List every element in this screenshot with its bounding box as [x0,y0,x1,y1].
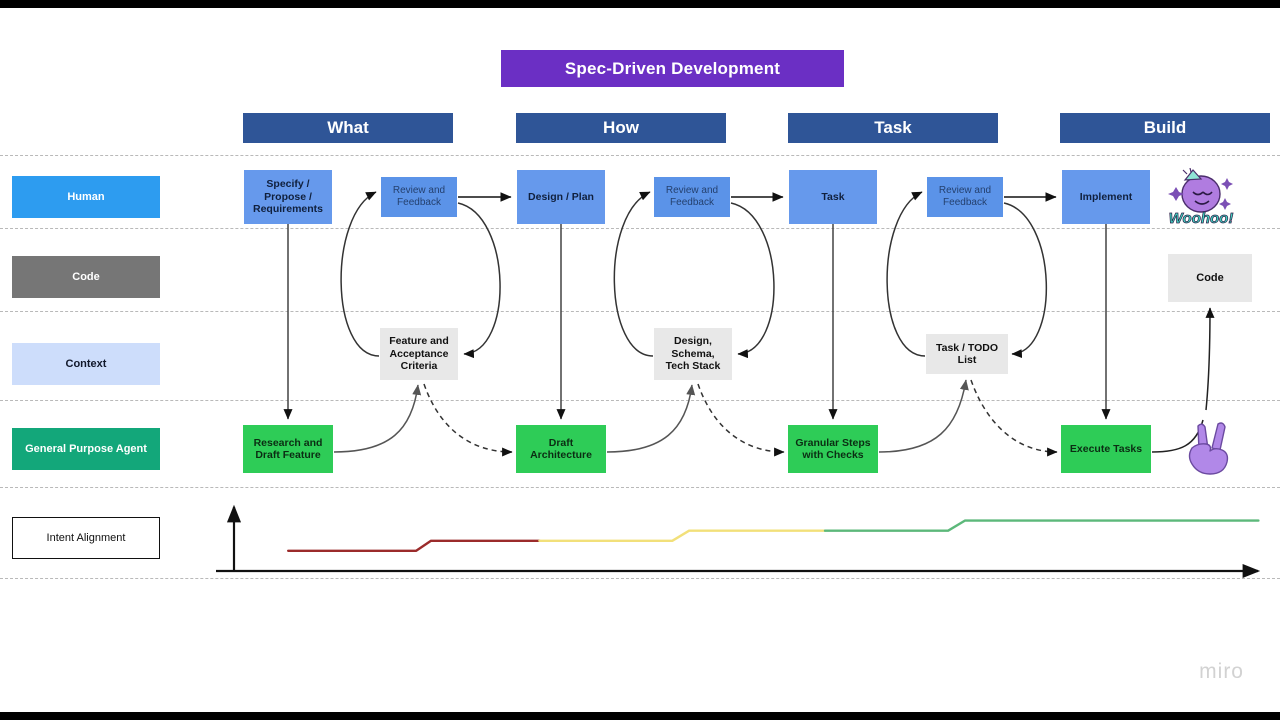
legend-context[interactable]: Context [12,343,160,385]
node-design-schema[interactable]: Design, Schema, Tech Stack [654,328,732,380]
swimlane-divider-bottom-rule [0,578,1280,579]
node-implement[interactable]: Implement [1062,170,1150,224]
phase-header-what[interactable]: What [243,113,453,143]
svg-text:Woohoo!: Woohoo! [1169,210,1234,227]
node-design[interactable]: Design / Plan [517,170,605,224]
node-review-1[interactable]: Review and Feedback [381,177,457,217]
node-code-output[interactable]: Code [1168,254,1252,302]
miro-watermark: miro [1199,660,1244,683]
chart-series-what-phase-alignment [287,539,541,552]
phase-header-build[interactable]: Build [1060,113,1270,143]
node-execute-tasks[interactable]: Execute Tasks [1061,425,1151,473]
node-task[interactable]: Task [789,170,877,224]
legend-general-purpose-agent[interactable]: General Purpose Agent [12,428,160,470]
node-task-todo[interactable]: Task / TODO List [926,334,1008,374]
legend-intent-alignment[interactable]: Intent Alignment [12,517,160,559]
intent-alignment-chart [200,495,1275,585]
node-review-2[interactable]: Review and Feedback [654,177,730,217]
node-granular-steps[interactable]: Granular Steps with Checks [788,425,878,473]
woohoo-party-sticker: Woohoo! [1163,167,1239,230]
phase-header-how[interactable]: How [516,113,726,143]
peace-hand-sticker [1180,418,1240,480]
node-specify[interactable]: Specify / Propose / Requirements [244,170,332,224]
phase-header-task[interactable]: Task [788,113,998,143]
chart-series-build-phase-alignment [823,519,1260,532]
node-research-draft[interactable]: Research and Draft Feature [243,425,333,473]
page-title: Spec-Driven Development [501,50,844,87]
swimlane-divider-human-code [0,228,1280,229]
node-draft-arch[interactable]: Draft Architecture [516,425,606,473]
swimlane-divider-code-context [0,311,1280,312]
chart-series-how-phase-alignment [538,529,827,542]
letterbox-top [0,0,1280,8]
legend-human[interactable]: Human [12,176,160,218]
swimlane-divider-agent-intent [0,487,1280,488]
node-feature-criteria[interactable]: Feature and Acceptance Criteria [380,328,458,380]
swimlane-divider-context-agent [0,400,1280,401]
node-review-3[interactable]: Review and Feedback [927,177,1003,217]
swimlane-divider-top-rule [0,155,1280,156]
letterbox-bottom [0,712,1280,720]
legend-code[interactable]: Code [12,256,160,298]
